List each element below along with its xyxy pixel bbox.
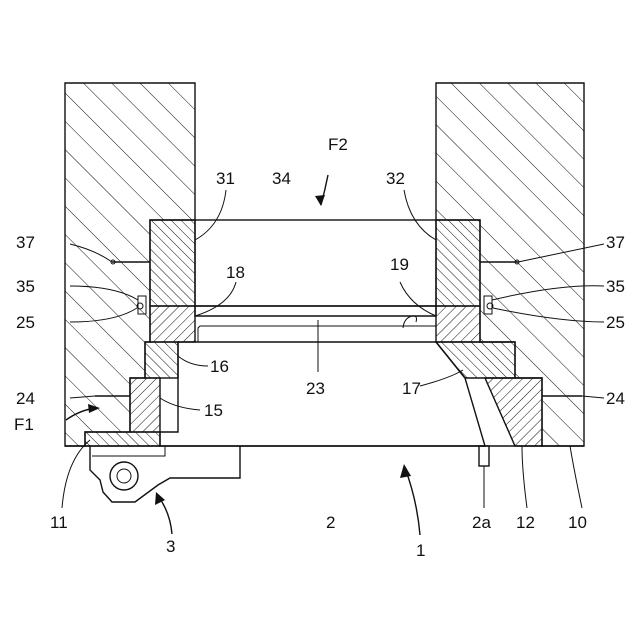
label-35-left: 35 [16,277,35,296]
leader-19 [400,282,436,316]
label-34: 34 [272,169,291,188]
block-32 [436,220,480,306]
label-37-left: 37 [16,233,35,252]
block-12 [485,378,542,446]
arrow-3-head-icon [155,492,165,505]
arrow-1-icon [405,468,420,535]
label-F2: F2 [328,135,348,154]
label-F1: F1 [14,415,34,434]
leader-17 [420,370,463,386]
label-18: 18 [226,263,245,282]
label-10: 10 [568,513,587,532]
label-2a: 2a [472,513,491,532]
wheel-icon [110,462,138,490]
block-17 [436,342,515,378]
member-23 [195,306,436,316]
leader-24-right [582,396,604,398]
label-25-right: 25 [606,313,625,332]
label-24-right: 24 [606,389,625,408]
label-25-left: 25 [16,313,35,332]
label-12: 12 [516,513,535,532]
label-32: 32 [386,169,405,188]
wheel-hub-icon [117,469,131,483]
block-16 [145,342,178,378]
arrow-1-head-icon [400,464,411,478]
leader-11 [62,440,90,508]
leader-32 [404,190,436,240]
block-15 [130,378,160,432]
member-23-lower [198,326,436,342]
leader-10 [570,446,582,508]
label-17: 17 [402,379,421,398]
bearing-19 [436,306,480,342]
leader-31 [195,190,226,240]
block-31 [150,220,195,306]
label-24-left: 24 [16,389,35,408]
label-31: 31 [216,169,235,188]
label-19: 19 [390,255,409,274]
label-1: 1 [416,541,425,560]
label-37-right: 37 [606,233,625,252]
pin-2a [479,446,489,466]
label-3: 3 [166,537,175,556]
bearing-18 [150,306,195,342]
leader-15 [160,398,200,410]
leader-12 [522,446,527,508]
label-23: 23 [306,379,325,398]
leader-16 [178,356,208,366]
leader-18 [195,282,236,316]
label-15: 15 [204,401,223,420]
arrow-F2-head-icon [315,195,325,206]
label-16: 16 [210,357,229,376]
trolley-3-inner [92,446,165,456]
base-plate-11 [85,432,160,446]
label-35-right: 35 [606,277,625,296]
label-11: 11 [50,513,68,532]
label-2: 2 [326,513,335,532]
